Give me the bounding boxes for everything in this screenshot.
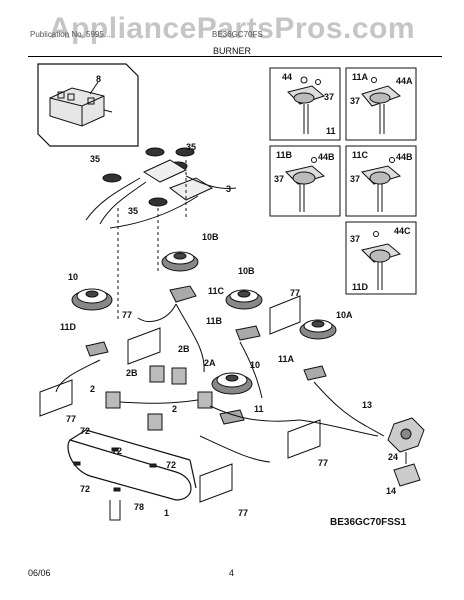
burner-head-10A <box>299 319 337 340</box>
callout-72-b: 72 <box>112 446 122 456</box>
electrode-assembly <box>85 147 237 320</box>
callout-2-mid: 2 <box>172 404 177 414</box>
callout-72-a: 72 <box>80 426 90 436</box>
callout-10: 10 <box>68 272 78 282</box>
detail-callout-11A: 11A <box>352 72 369 82</box>
detail-callout-44B-a: 44B <box>318 152 335 162</box>
callout-1: 1 <box>164 508 169 518</box>
detail-callout-37-a: 37 <box>324 92 334 102</box>
callout-10B-lower: 10B <box>238 266 255 276</box>
callout-77-bottom: 77 <box>238 508 248 518</box>
callout-2B-lower: 2B <box>126 368 138 378</box>
gas-tubing <box>55 303 379 463</box>
burner-head-10B-upper <box>161 251 199 272</box>
callout-3: 3 <box>226 184 231 194</box>
callout-11B: 11B <box>206 316 223 326</box>
brackets <box>39 295 321 503</box>
callout-10-right: 10 <box>250 360 260 370</box>
spark-module-box <box>37 63 139 147</box>
header-publication: Publication No. 5995... <box>30 30 111 39</box>
detail-callout-44C: 44C <box>394 226 411 236</box>
spark-module <box>49 87 113 127</box>
header-rule <box>28 56 442 57</box>
burner-head-10B-lower <box>225 289 263 310</box>
callout-72-c: 72 <box>166 460 176 470</box>
detail-callout-44: 44 <box>282 72 292 82</box>
detail-box-11C <box>345 145 417 217</box>
clip-78 <box>109 500 121 521</box>
detail-box-11A <box>345 67 417 141</box>
callout-2A: 2A <box>204 358 216 368</box>
callout-77-mid: 77 <box>122 310 132 320</box>
manifold-pipe <box>67 429 197 501</box>
detail-callout-37-d: 37 <box>350 174 360 184</box>
callout-11: 11 <box>254 404 264 414</box>
callout-8: 8 <box>96 74 101 84</box>
section-title: BURNER <box>212 46 251 56</box>
callout-10B-upper: 10B <box>202 232 219 242</box>
detail-callout-37-c: 37 <box>274 174 284 184</box>
burner-head-10-right <box>211 372 253 395</box>
leader-line <box>89 81 99 95</box>
valve-detail-11A <box>361 77 401 134</box>
callout-77-left: 77 <box>66 414 76 424</box>
valve-detail-11D <box>361 231 402 290</box>
header-model: BE36GC70FS <box>212 30 263 39</box>
callout-35-left: 35 <box>90 154 100 164</box>
detail-box-11D <box>345 221 417 295</box>
detail-callout-44A: 44A <box>396 76 413 86</box>
detail-callout-11B: 11B <box>276 150 293 160</box>
detail-box-11 <box>269 67 341 141</box>
burner-head-10 <box>71 288 113 311</box>
callout-11D: 11D <box>60 322 77 332</box>
callout-11C: 11C <box>208 286 225 296</box>
model-code: BE36GC70FSS1 <box>330 517 407 528</box>
valve-detail-11 <box>287 76 326 134</box>
detail-callout-11C: 11C <box>352 150 369 160</box>
callout-14: 14 <box>386 486 396 496</box>
watermark: AppliancePartsPros.com <box>48 12 416 45</box>
callout-35-top: 35 <box>186 142 196 152</box>
callout-78: 78 <box>134 502 144 512</box>
detail-callout-11D: 11D <box>352 282 369 292</box>
screws <box>73 447 157 492</box>
detail-box-11B <box>269 145 341 217</box>
callout-13: 13 <box>362 400 372 410</box>
callout-77-upper-right: 77 <box>290 288 300 298</box>
footer-date: 06/06 <box>28 568 51 578</box>
callout-35-mid: 35 <box>128 206 138 216</box>
callout-2-left: 2 <box>90 384 95 394</box>
callout-77-right: 77 <box>318 458 328 468</box>
callout-2B-upper: 2B <box>178 344 190 354</box>
callout-10A: 10A <box>336 310 353 320</box>
valve-bases <box>85 285 327 425</box>
callout-11A: 11A <box>278 354 295 364</box>
detail-callout-44B-b: 44B <box>396 152 413 162</box>
detail-callout-11: 11 <box>326 126 336 136</box>
regulator-assembly <box>365 417 425 487</box>
footer-page-number: 4 <box>229 568 235 578</box>
gas-valves <box>105 365 213 431</box>
detail-callout-37-e: 37 <box>350 234 360 244</box>
detail-callout-37-b: 37 <box>350 96 360 106</box>
callout-72-d: 72 <box>80 484 90 494</box>
callout-24: 24 <box>388 452 398 462</box>
valve-detail-11C <box>361 157 402 212</box>
valve-detail-11B <box>285 157 326 212</box>
